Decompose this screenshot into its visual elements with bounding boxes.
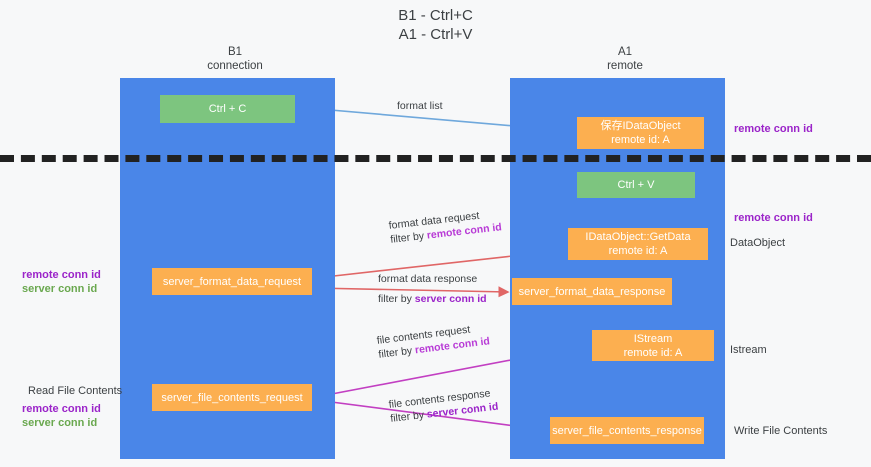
column-header-a1: A1 remote [510, 45, 740, 73]
node-server-format-data-request[interactable]: server_format_data_request [152, 268, 312, 295]
caption-remote-conn-id-top: remote conn id [734, 123, 813, 135]
node-idataobject-getdata[interactable]: IDataObject::GetData remote id: A [568, 228, 708, 260]
node-ctrl-c[interactable]: Ctrl + C [160, 95, 295, 123]
caption-left-remote-conn-id-2: remote conn id [22, 403, 101, 415]
caption-left-server-conn-id-1: server conn id [22, 283, 98, 295]
caption-istream: Istream [730, 344, 767, 356]
title-line-2: A1 - Ctrl+V [398, 26, 473, 43]
caption-write-file-contents: Write File Contents [734, 425, 828, 437]
arrow-format-data-response [313, 286, 510, 298]
arrow-file-contents-response [315, 399, 548, 435]
node-ctrl-v[interactable]: Ctrl + V [577, 172, 695, 198]
node-server-file-contents-response-label: server_file_contents_response [552, 424, 702, 437]
node-server-file-contents-request-label: server_file_contents_request [161, 391, 303, 404]
caption-dataobject: DataObject [730, 237, 786, 249]
caption-left-server-conn-id-2: server conn id [22, 417, 98, 429]
node-istream-sublabel: remote id: A [623, 346, 683, 359]
phase-divider [0, 155, 871, 162]
column-b1-name: B1 [227, 46, 243, 58]
node-server-file-contents-response[interactable]: server_file_contents_response [550, 417, 704, 444]
caption-left-conn-ids-2: remote conn id server conn id [22, 402, 101, 430]
filter-key-server-conn-id: server conn id [414, 293, 487, 305]
caption-left-conn-ids-1: remote conn id server conn id [22, 268, 101, 296]
node-server-format-data-request-label: server_format_data_request [162, 275, 302, 288]
node-getdata-sublabel: remote id: A [608, 245, 668, 257]
caption-remote-conn-id-mid: remote conn id [734, 212, 813, 224]
filter-prefix: filter by [378, 293, 415, 305]
column-a1-name: A1 [617, 46, 633, 58]
node-getdata-label: IDataObject::GetData [585, 231, 691, 243]
edge-label-format-data-response-filter: filter by server conn id [378, 292, 487, 306]
edge-label-format-list: format list [397, 100, 443, 112]
column-b1-role: connection [207, 60, 263, 72]
node-ctrl-c-label: Ctrl + C [208, 103, 247, 115]
node-save-idataobject[interactable]: 保存IDataObject remote id: A [577, 117, 704, 149]
caption-read-file-contents: Read File Contents [28, 385, 123, 397]
node-save-idataobject-sublabel: remote id: A [611, 134, 670, 146]
edge-label-format-data-response-main: format data response [378, 273, 478, 285]
node-istream[interactable]: IStream remote id: A [592, 330, 714, 361]
diagram-title: B1 - Ctrl+C A1 - Ctrl+V [0, 6, 871, 44]
title-line-1: B1 - Ctrl+C [398, 7, 473, 24]
node-server-file-contents-request[interactable]: server_file_contents_request [152, 384, 312, 411]
node-server-format-data-response[interactable]: server_format_data_response [512, 278, 672, 305]
node-istream-label: IStream [633, 332, 673, 345]
node-server-format-data-response-label: server_format_data_response [518, 285, 666, 298]
node-save-idataobject-label: 保存IDataObject [600, 120, 681, 132]
caption-left-remote-conn-id-1: remote conn id [22, 269, 101, 281]
node-ctrl-v-label: Ctrl + V [617, 179, 655, 191]
edge-label-format-data-response: format data response filter by server co… [378, 272, 487, 306]
column-a1-role: remote [607, 60, 643, 72]
column-header-b1: B1 connection [120, 45, 350, 73]
